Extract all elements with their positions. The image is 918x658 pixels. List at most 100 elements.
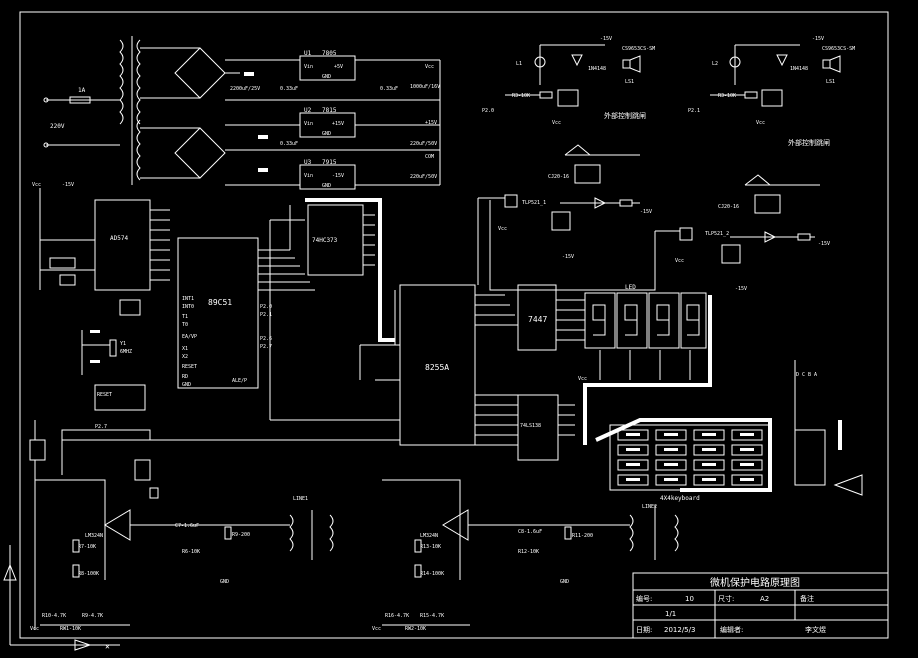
adc-block: AD574 Vcc -15V: [32, 182, 170, 291]
svg-text:P2.1: P2.1: [260, 312, 272, 318]
svg-text:Vcc: Vcc: [32, 182, 41, 188]
svg-text:U1: U1: [304, 50, 312, 57]
analog-channel-1: P2.7 LM324N C7-1.6uF R6-10K R9-200 GND R…: [29, 420, 400, 632]
svg-text:220uF/50V: 220uF/50V: [410, 141, 437, 147]
svg-text:6MHZ: 6MHZ: [120, 349, 132, 355]
keypad-key-contact: [702, 463, 716, 466]
svg-text:备注: 备注: [800, 594, 814, 603]
svg-text:-15V: -15V: [600, 36, 612, 42]
svg-text:0.33uF: 0.33uF: [280, 141, 298, 147]
relay-block-1: CJ20-16 外部控制跳闸 TLP521_1 -15V Vcc -15V: [478, 111, 652, 260]
svg-text:-15V: -15V: [562, 254, 574, 260]
ucs-x-mark: ✕: [105, 642, 110, 651]
svg-text:R8-100K: R8-100K: [78, 571, 99, 577]
mcu-block: 89C51 INT1 INT0 T1 T0 EA/VP X1 X2 RESET …: [81, 219, 400, 421]
keyboard-block: 74LS138 4X4keyboard D C B A: [517, 360, 863, 502]
alarm-block-1: -15V L1 1N4148 CS9653CS-SM LS1 R3-10K P2…: [482, 36, 655, 126]
svg-text:L2: L2: [712, 61, 718, 67]
svg-text:LS1: LS1: [625, 79, 634, 85]
svg-text:R3-10K: R3-10K: [718, 93, 736, 99]
opamp-2: [442, 509, 469, 541]
power-supply: 1A 220V 2200uF/25V U1 7805 Vin +5V GND 0…: [43, 36, 440, 190]
svg-text:-15V: -15V: [735, 286, 747, 292]
drawing-title: 微机保护电路原理图: [710, 576, 800, 589]
kbd-chip-label: 74LS138: [520, 423, 541, 429]
bcd-decoder-label: 7447: [528, 315, 547, 324]
keypad-key: [617, 474, 649, 486]
svg-text:Vcc: Vcc: [498, 226, 507, 232]
svg-text:+15V: +15V: [425, 120, 437, 126]
keypad-key-contact: [664, 433, 678, 436]
svg-text:CJ20-16: CJ20-16: [548, 174, 569, 180]
svg-text:A2: A2: [760, 595, 769, 603]
ac-input-label: 220V: [50, 123, 65, 130]
keypad-key: [693, 474, 725, 486]
opamp-1: [104, 509, 131, 541]
svg-text:Vcc: Vcc: [675, 258, 684, 264]
analog-channel-2: LM324N C8-1.6uF R12-10K R11-200 GND R13-…: [372, 479, 679, 632]
svg-text:EA/VP: EA/VP: [182, 334, 197, 340]
keyboard-label: 4X4keyboard: [660, 495, 700, 502]
svg-text:Vcc: Vcc: [425, 64, 434, 70]
keypad-key: [731, 444, 763, 456]
svg-text:X2: X2: [182, 354, 188, 360]
svg-text:P2.6: P2.6: [260, 336, 272, 342]
keypad-key-contact: [664, 448, 678, 451]
svg-text:Vcc: Vcc: [372, 626, 381, 632]
svg-text:R6-10K: R6-10K: [182, 549, 200, 555]
regulator-u3: [299, 164, 356, 190]
keypad-key-contact: [702, 448, 716, 451]
svg-text:T0: T0: [182, 322, 188, 328]
fuse-label: 1A: [78, 87, 86, 94]
keypad-key: [731, 474, 763, 486]
keypad-key: [655, 429, 687, 441]
svg-text:GND: GND: [322, 131, 331, 137]
interconnect-wires: [61, 60, 656, 440]
svg-text:T1: T1: [182, 314, 188, 320]
svg-text:TLP521_1: TLP521_1: [522, 200, 546, 206]
keypad-key-contact: [702, 478, 716, 481]
keypad-key-contact: [740, 448, 754, 451]
svg-text:R9-200: R9-200: [232, 532, 250, 538]
svg-text:Vcc: Vcc: [756, 120, 765, 126]
svg-text:7815: 7815: [322, 107, 337, 114]
svg-text:CJ20-16: CJ20-16: [718, 204, 739, 210]
svg-text:D C B A: D C B A: [796, 372, 817, 378]
keypad-key: [655, 474, 687, 486]
svg-text:CS9653CS-SM: CS9653CS-SM: [822, 46, 855, 52]
svg-text:R15-4.7K: R15-4.7K: [420, 613, 444, 619]
svg-text:R13-10K: R13-10K: [420, 544, 441, 550]
svg-text:P2.1: P2.1: [688, 108, 700, 114]
svg-text:-15V: -15V: [640, 209, 652, 215]
title-block: 微机保护电路原理图 编号: 10 尺寸: A2 备注 1/1 日期: 2012/…: [632, 572, 889, 639]
keypad-key-contact: [664, 463, 678, 466]
alarm-block-2: -15V L2 1N4148 CS9653CS-SM LS1 R3-10K P2…: [688, 36, 855, 126]
svg-text:Vin: Vin: [304, 64, 313, 70]
svg-text:-15V: -15V: [812, 36, 824, 42]
svg-text:10: 10: [685, 595, 694, 603]
svg-text:李文煜: 李文煜: [805, 625, 826, 634]
keypad-key: [617, 444, 649, 456]
svg-text:220uF/50V: 220uF/50V: [410, 174, 437, 180]
svg-text:LINE2: LINE2: [642, 504, 657, 510]
svg-text:LINE1: LINE1: [293, 496, 308, 502]
svg-text:尺寸:: 尺寸:: [718, 594, 734, 603]
regulator-u2: [299, 112, 356, 138]
mcu-label: 89C51: [208, 298, 232, 307]
svg-text:P2.7: P2.7: [95, 424, 107, 430]
svg-text:GND: GND: [560, 579, 569, 585]
svg-text:RW1-10K: RW1-10K: [60, 626, 81, 632]
svg-text:C7-1.6uF: C7-1.6uF: [175, 523, 199, 529]
svg-text:+15V: +15V: [332, 121, 344, 127]
svg-text:GND: GND: [322, 183, 331, 189]
keypad-key: [693, 459, 725, 471]
svg-text:U3: U3: [304, 159, 312, 166]
svg-text:编辑者:: 编辑者:: [720, 625, 743, 634]
svg-text:Vin: Vin: [304, 173, 313, 179]
keypad-key-contact: [664, 478, 678, 481]
outer-frame: [19, 11, 889, 639]
keypad-key-contact: [626, 448, 640, 451]
svg-text:L1: L1: [516, 61, 522, 67]
keypad-key: [731, 459, 763, 471]
svg-text:INT0: INT0: [182, 304, 194, 310]
